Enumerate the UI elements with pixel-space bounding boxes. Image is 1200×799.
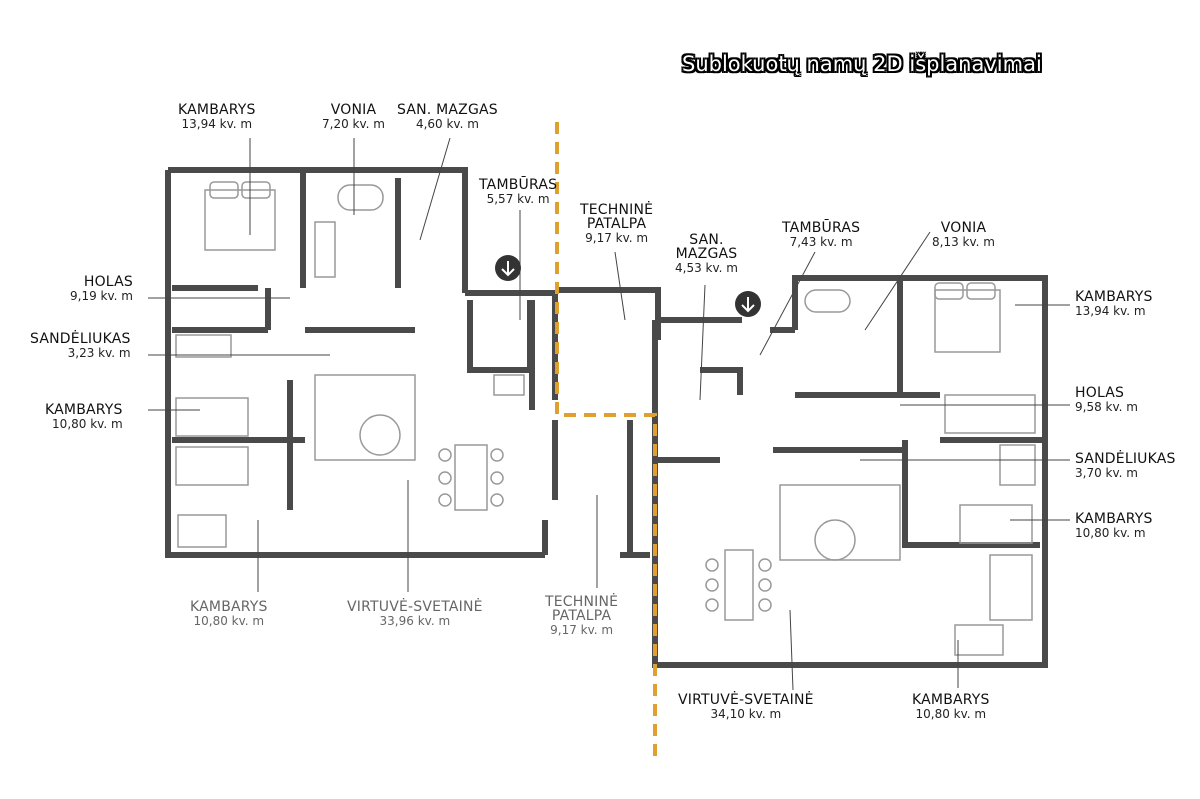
property-divider-line: [555, 122, 657, 760]
arrow-down-icon: [735, 291, 761, 317]
leader-lines: [148, 137, 1070, 691]
furniture: [175, 181, 1036, 656]
right-house-walls: [600, 275, 1048, 668]
arrow-down-icon: [495, 255, 521, 281]
page-title: Sublokuotų namų 2D išplanavimai: [682, 52, 1042, 76]
